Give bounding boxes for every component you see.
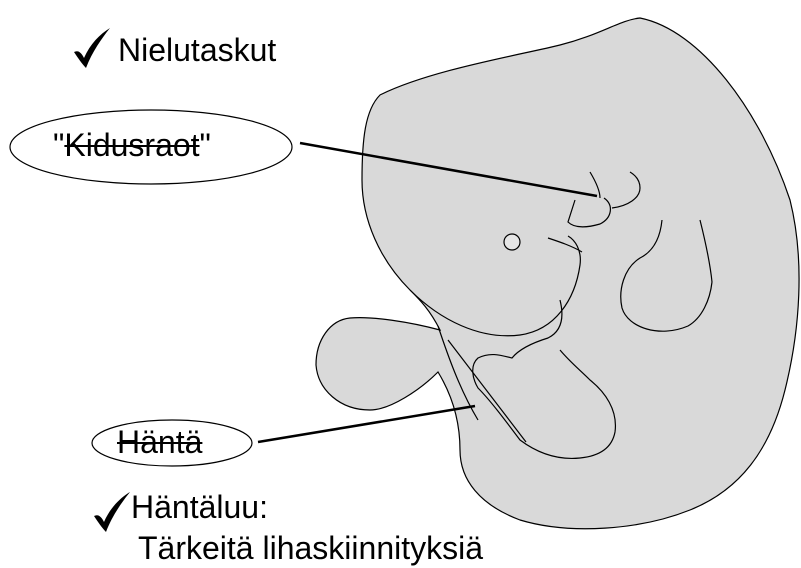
embryo-body (316, 18, 799, 529)
label-tailbone-desc: Tärkeitä lihaskiinnityksiä (138, 532, 483, 564)
tail-pointer (258, 406, 475, 442)
label-pharyngeal-pouches: Nielutaskut (118, 34, 276, 66)
gill-slits-quote-open: " (53, 127, 64, 163)
check-icon (72, 26, 112, 70)
gill-slits-quote-close: " (200, 127, 211, 163)
label-gill-slits: "Kidusraot" (53, 129, 211, 161)
check-icon (92, 490, 132, 534)
eye-spot (504, 234, 520, 250)
gill-slits-text: Kidusraot (64, 127, 199, 163)
label-tailbone-title: Häntäluu: (131, 491, 268, 523)
label-tail: Häntä (117, 426, 202, 458)
